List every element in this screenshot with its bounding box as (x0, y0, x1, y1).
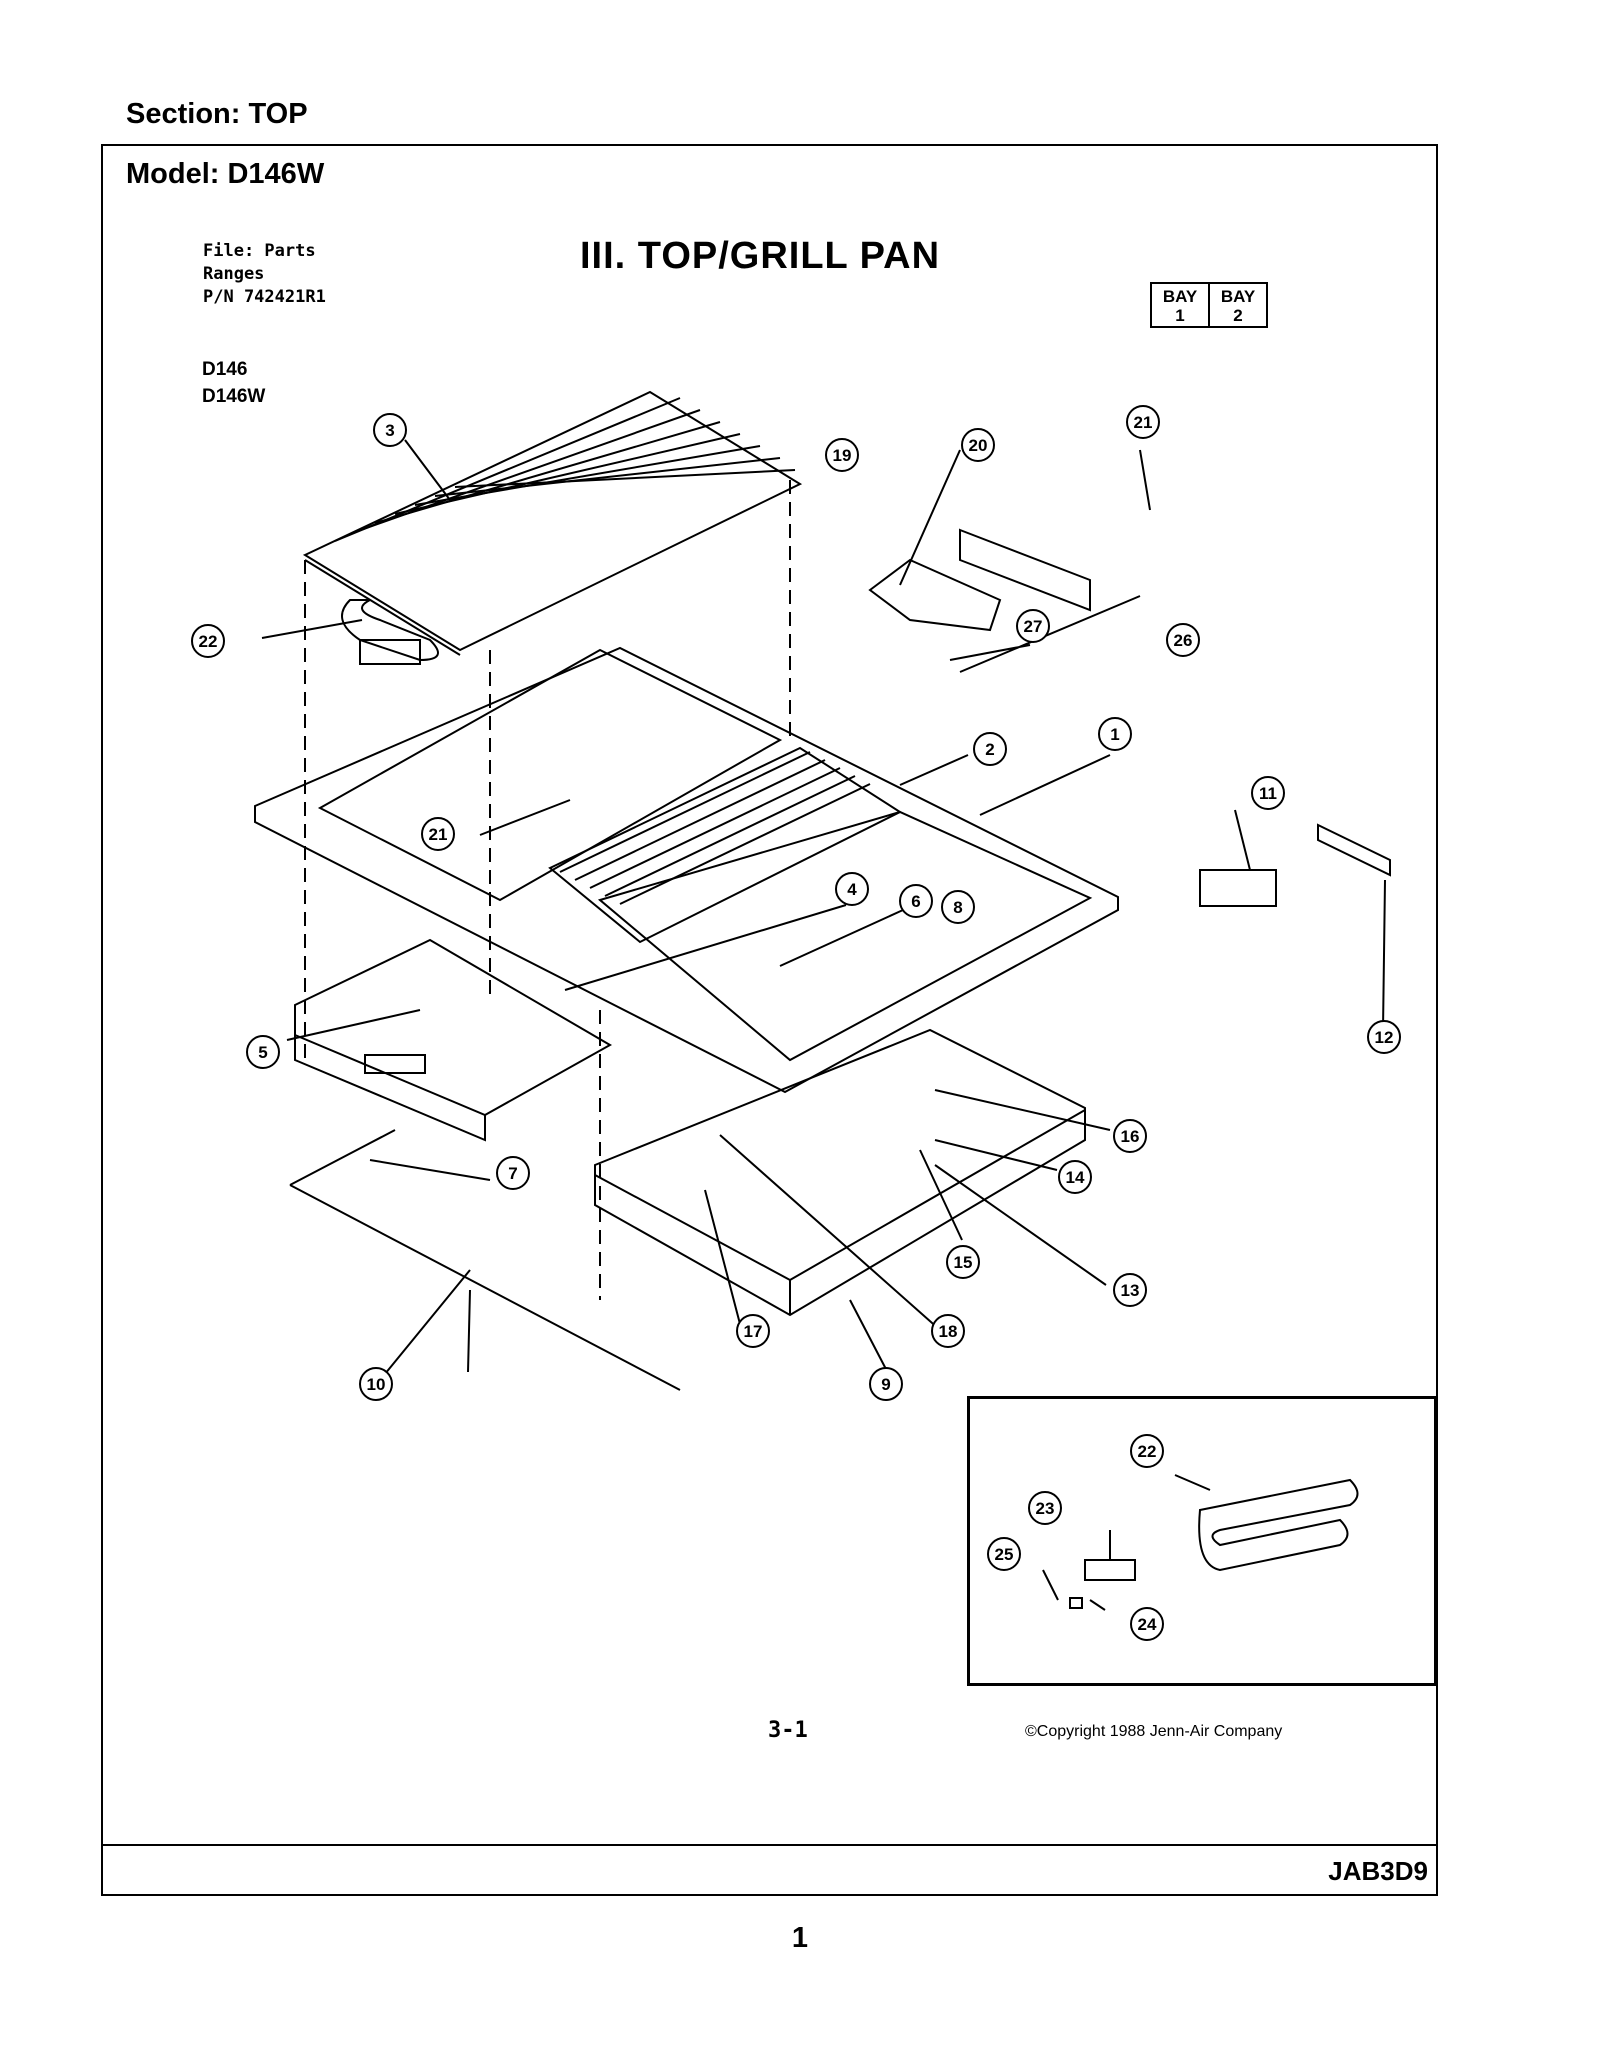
grill-element (341, 599, 439, 662)
callout-26: 26 (1166, 623, 1200, 657)
callout-11: 11 (1251, 776, 1285, 810)
callout-label: 14 (1066, 1168, 1085, 1187)
callout-label: 22 (199, 632, 218, 651)
callout-12: 12 (1367, 1020, 1401, 1054)
callout-20: 20 (961, 428, 995, 462)
range-top-frame (254, 646, 1119, 1094)
file-info-line: P/N 742421R1 (203, 287, 326, 307)
bay-box-number: 2 (1233, 306, 1243, 325)
callout-label: 18 (939, 1322, 958, 1341)
range-top-opening-left (317, 648, 783, 902)
callout-label: 7 (508, 1164, 517, 1183)
bay-box-label: BAY (1220, 287, 1256, 306)
bay-box-2: BAY 2 (1208, 282, 1268, 328)
callout-22b: 22 (1130, 1434, 1164, 1468)
callout-21: 21 (1126, 405, 1160, 439)
callout-label: 27 (1024, 617, 1043, 636)
callout-24: 24 (1130, 1607, 1164, 1641)
page-code: 3-1 (768, 1718, 808, 1743)
callout-1: 1 (1098, 717, 1132, 751)
inset-terminal-block (1084, 1559, 1136, 1581)
grill-grate (302, 390, 803, 656)
callout-16: 16 (1113, 1119, 1147, 1153)
callout-label: 6 (911, 892, 920, 911)
callout-15: 15 (946, 1245, 980, 1279)
switch-bracket (1317, 823, 1391, 877)
callout-label: 3 (385, 421, 394, 440)
callout-label: 4 (847, 880, 857, 899)
callout-10: 10 (359, 1367, 393, 1401)
file-info: File: Parts Ranges P/N 742421R1 (203, 240, 326, 309)
callout-label: 16 (1121, 1127, 1140, 1146)
callout-22: 22 (191, 624, 225, 658)
rock-tray (294, 938, 613, 1142)
callout-label: 24 (1138, 1615, 1157, 1634)
inset-detail-box (967, 1396, 1437, 1686)
callout-label: 5 (258, 1043, 267, 1062)
callout-25: 25 (987, 1537, 1021, 1571)
callout-label: 15 (954, 1253, 973, 1272)
footer-divider (101, 1844, 1438, 1846)
callout-8: 8 (941, 890, 975, 924)
range-top-opening-right (597, 810, 1093, 1062)
diagram-frame (101, 144, 1438, 1896)
callout-label: 19 (833, 446, 852, 465)
callout-label: 12 (1375, 1028, 1394, 1047)
bay-box-label: BAY (1162, 287, 1198, 306)
callout-17: 17 (736, 1314, 770, 1348)
callout-label: 20 (969, 436, 988, 455)
callout-label: 13 (1121, 1281, 1140, 1300)
callout-7: 7 (496, 1156, 530, 1190)
inset-clip (1069, 1597, 1083, 1609)
callout-27: 27 (1016, 609, 1050, 643)
callout-13: 13 (1113, 1273, 1147, 1307)
callout-label: 22 (1138, 1442, 1157, 1461)
callout-label: 21 (429, 825, 448, 844)
callout-label: 23 (1036, 1499, 1055, 1518)
copyright-notice: ©Copyright 1988 Jenn-Air Company (1025, 1723, 1283, 1740)
file-info-line: File: Parts (203, 241, 316, 261)
callout-label: 8 (953, 898, 962, 917)
callout-label: 26 (1174, 631, 1193, 650)
model-item: D146 (202, 359, 248, 380)
center-grill-section (548, 746, 903, 944)
inset-element (1198, 1478, 1359, 1572)
bay-box-number: 1 (1175, 306, 1185, 325)
element-terminal-block (359, 639, 421, 665)
callout-4: 4 (835, 872, 869, 906)
callout-2: 2 (973, 732, 1007, 766)
callout-label: 10 (367, 1375, 386, 1394)
callout-label: 9 (881, 1375, 890, 1394)
callout-9: 9 (869, 1367, 903, 1401)
callout-label: 17 (744, 1322, 763, 1341)
mounting-bracket (959, 528, 1091, 612)
model-item: D146W (202, 386, 266, 407)
callout-5: 5 (246, 1035, 280, 1069)
callout-14: 14 (1058, 1160, 1092, 1194)
control-housing (868, 558, 1002, 632)
diagram-title: III. TOP/GRILL PAN (580, 235, 941, 277)
support-rod (289, 1129, 681, 1391)
callout-6: 6 (899, 884, 933, 918)
callout-label: 11 (1259, 784, 1277, 803)
callout-18: 18 (931, 1314, 965, 1348)
model-list: D146 D146W (202, 356, 265, 410)
callout-21b: 21 (421, 817, 455, 851)
callout-bubbles: 3 19 20 21 22 27 26 2 1 21 11 4 6 8 5 12… (191, 405, 1401, 1641)
switch-block (1199, 869, 1277, 907)
reference-code: JAB3D9 (1328, 1856, 1428, 1886)
callout-3: 3 (373, 413, 407, 447)
model-label: Model: D146W (126, 158, 325, 190)
callout-23: 23 (1028, 1491, 1062, 1525)
file-info-line: Ranges (203, 264, 265, 284)
callout-label: 2 (985, 740, 994, 759)
callout-19: 19 (825, 438, 859, 472)
grill-pan (594, 1028, 1086, 1317)
callout-label: 25 (995, 1545, 1014, 1564)
callout-label: 21 (1134, 413, 1153, 432)
section-label: Section: TOP (126, 98, 308, 130)
callout-label: 1 (1110, 725, 1119, 744)
page-number: 1 (791, 1922, 809, 1954)
